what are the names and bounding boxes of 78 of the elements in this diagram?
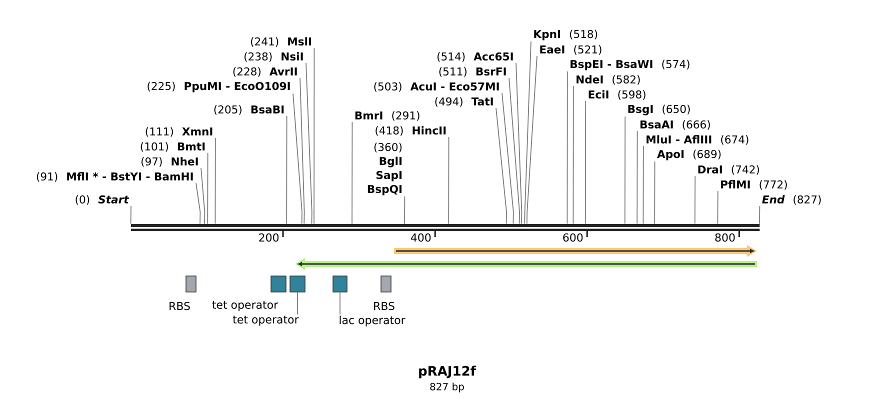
leader-line bbox=[404, 196, 406, 224]
leader-line bbox=[624, 116, 626, 224]
leader-line bbox=[496, 108, 507, 224]
leader-line bbox=[694, 176, 696, 224]
site-label: BsgI (650) bbox=[628, 104, 690, 116]
leader-line bbox=[300, 78, 305, 224]
feature-box bbox=[332, 276, 348, 292]
leader-line bbox=[292, 92, 302, 224]
feature-label: lac operator bbox=[340, 316, 406, 326]
leader-line bbox=[448, 136, 450, 224]
leader-line bbox=[286, 116, 288, 224]
site-label: BsaAI (666) bbox=[640, 120, 710, 130]
leader-line bbox=[306, 62, 312, 224]
leader-line bbox=[314, 48, 315, 224]
site-label: EciI (598) bbox=[588, 90, 646, 100]
leader-line bbox=[200, 168, 206, 224]
site-label: KpnI (518) bbox=[534, 30, 598, 40]
leader-line bbox=[196, 182, 201, 224]
site-label: (0) Start bbox=[76, 195, 130, 205]
site-label: (418) HincII bbox=[376, 126, 446, 136]
leader-line bbox=[352, 122, 353, 224]
site-label: (91) MflI * - BstYI - BamHI bbox=[36, 172, 193, 182]
tick-label: 400 bbox=[410, 233, 431, 242]
leader-line bbox=[207, 152, 208, 224]
site-label: (511) BsrFI bbox=[439, 67, 506, 77]
feature-label: tet operator bbox=[232, 316, 299, 326]
backbone-line bbox=[131, 224, 760, 231]
site-label: (205) BsaBI bbox=[214, 105, 284, 115]
leader-line bbox=[654, 160, 656, 224]
leader-line bbox=[516, 62, 522, 224]
site-label: EaeI (521) bbox=[540, 45, 602, 55]
leader-line bbox=[297, 292, 298, 315]
feature-label: RBS bbox=[374, 302, 394, 310]
feature-box bbox=[380, 276, 392, 292]
site-label: (228) AvrII bbox=[233, 67, 297, 77]
leader-line bbox=[759, 206, 760, 224]
site-label: (494) TatI bbox=[435, 97, 493, 107]
site-label: BspEI - BsaWI (574) bbox=[570, 60, 690, 70]
feature-box bbox=[290, 276, 306, 292]
site-label: (97) NheI bbox=[142, 157, 198, 167]
site-label: (514) Acc65I bbox=[437, 52, 513, 62]
leader-line bbox=[130, 206, 132, 224]
feature-box bbox=[270, 276, 286, 292]
site-label: PflMI (772) bbox=[721, 180, 787, 190]
feature-box bbox=[186, 276, 196, 292]
tick-label: 200 bbox=[259, 233, 279, 242]
site-label: (101) BmtI bbox=[140, 142, 205, 152]
site-label: BmrI (291) bbox=[355, 111, 420, 121]
site-label: (225) PpuMI - EcoO109I bbox=[148, 82, 290, 92]
caption: 827 bp bbox=[430, 382, 464, 392]
site-label: NdeI (582) bbox=[576, 75, 640, 85]
leader-line bbox=[526, 56, 538, 224]
leader-line bbox=[508, 78, 520, 224]
feature-label: tet operator bbox=[212, 301, 278, 311]
leader-line bbox=[566, 70, 568, 224]
tick-label: 800 bbox=[715, 233, 735, 242]
site-label: (238) NsiI bbox=[244, 52, 303, 62]
leader-line bbox=[524, 40, 532, 224]
leader-line bbox=[642, 146, 644, 224]
site-label: MluI - AflIII (674) bbox=[646, 135, 748, 145]
leader-line bbox=[636, 130, 638, 224]
leader-line bbox=[584, 100, 586, 224]
site-label: (111) XmnI bbox=[146, 127, 212, 137]
leader-line bbox=[717, 190, 718, 224]
site-label: (241) MslI bbox=[251, 37, 312, 47]
site-label: End (827) bbox=[762, 195, 821, 205]
site-label: (503) AcuI - Eco57MI bbox=[374, 82, 499, 92]
site-label: (360) BglI SapI BspQI bbox=[368, 142, 402, 196]
feature-bar bbox=[394, 245, 757, 257]
tick-label: 600 bbox=[563, 233, 583, 242]
leader-line bbox=[572, 86, 574, 224]
site-label: ApoI (689) bbox=[657, 150, 721, 160]
feature-bar bbox=[295, 258, 757, 270]
leader-line bbox=[502, 92, 514, 224]
leader-line bbox=[214, 138, 216, 224]
site-label: DraI (742) bbox=[698, 165, 759, 175]
title: pRAJ12f bbox=[419, 366, 476, 378]
feature-label: RBS bbox=[170, 302, 190, 310]
